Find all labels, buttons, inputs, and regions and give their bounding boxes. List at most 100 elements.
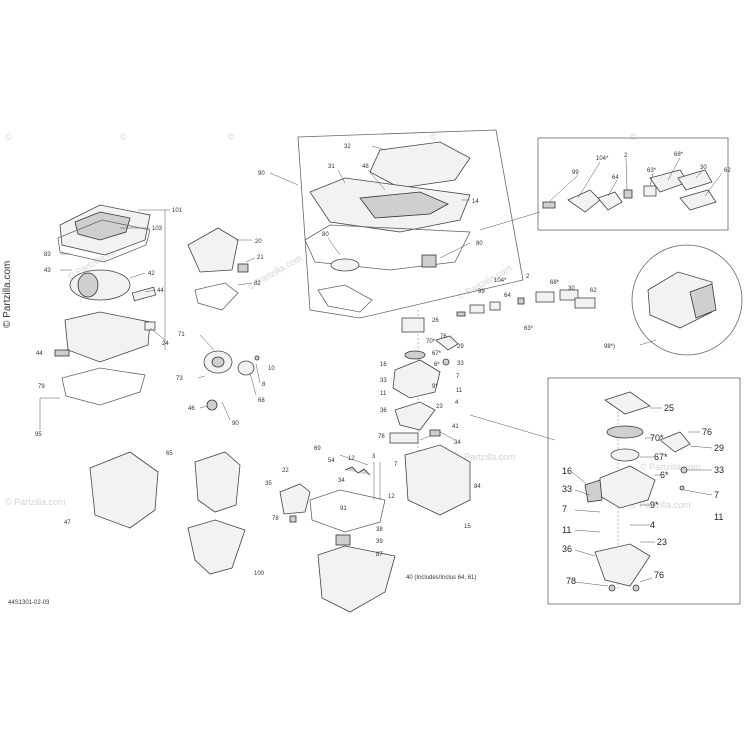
callout-8: 8 [262,382,266,388]
airbox-cover-grille [74,211,131,241]
harness-block [574,297,596,309]
callout-3: 3 [372,454,376,460]
callout-62-row: 62 [590,288,597,294]
callout-22: 22 [282,468,289,474]
pump-lever [659,431,691,453]
callout-6-small: 6* [434,362,440,368]
cap [206,399,218,411]
callout-24: 24 [162,341,169,347]
callout-64: 64 [612,175,619,181]
harness-relay [535,291,555,303]
callout-71: 71 [178,332,185,338]
intake-parts: 20 21 82 71 73 8 10 68 46 90 [176,227,275,427]
callout-23: 23 [657,537,667,547]
watermark-text: © Partzilla.com [630,500,691,510]
callout-78-left: 78 [272,516,279,522]
harness-clip [517,297,525,305]
airbox-bracket [131,286,157,302]
pump-bolt [608,584,616,592]
part-104 [567,189,601,213]
watermark-text: © Partzilla.com [455,452,516,462]
callout-104-row: 104* [494,278,507,284]
center-pump-stack: 26 76 70* 29 67* 33 6* 7 16 33 9* 11 11 … [378,310,464,490]
tub-connector [429,429,441,437]
callout-95: 95 [35,432,42,438]
callout-65: 65 [166,451,173,457]
callout-98: 98*) [604,344,615,350]
callout-104: 104* [596,156,609,162]
callout-76: 76 [702,427,712,437]
callout-68-inset: 68* [674,152,684,158]
callout-16: 16 [562,466,572,476]
callout-41: 41 [452,424,459,430]
deck-panel-assembly: 90 32 31 48 14 80 80 [258,129,524,319]
callout-11-small: 11 [456,388,463,394]
watermark-glyph: © [630,132,637,142]
callout-42: 42 [148,271,155,277]
callout-15: 15 [464,524,471,530]
deck-detail-frame [297,129,524,319]
callout-80-left: 80 [322,232,329,238]
callout-7-small: 7 [456,374,460,380]
callout-30-row: 30 [568,286,575,292]
watermark-glyph: © [430,132,437,142]
callout-78: 78 [566,576,576,586]
air-filter-inlet [77,272,99,298]
screw [254,355,260,361]
part-63 [643,185,657,197]
pump-detail-frame [547,377,741,605]
small-spring [404,350,426,360]
callout-73: 73 [176,376,183,382]
small-pump-base [394,401,436,431]
callout-36-small: 36 [380,408,387,414]
callout-63-row: 63* [524,326,534,332]
seat-cushion [89,451,159,529]
callout-14: 14 [472,199,479,205]
center-tub: 41 34 84 15 69 54 12 3 7 34 12 91 38 39 … [309,424,481,613]
pump-detail-inset: 25 76 70* 29 67* 33 6* 7 16 33 9* 7 11 1… [469,377,741,605]
storage-tray [187,519,246,575]
small-bracket [389,432,419,444]
callout-62: 62 [724,168,731,174]
callout-26-small: 26 [432,318,439,324]
callout-70-small: 70* [426,339,436,345]
harness-module [559,289,579,301]
callout-47: 47 [64,520,71,526]
callout-69: 69 [314,446,321,452]
harness-connector [469,304,485,314]
throttle-bore [211,356,225,368]
callout-7: 7 [714,490,719,500]
callout-48: 48 [362,164,369,170]
callout-36: 36 [562,544,572,554]
airbox-base-gasket [61,367,146,406]
deck-lower-gasket [317,284,373,313]
lower-left-parts: 65 47 22 35 78 100 [64,451,311,577]
callout-80-right: 80 [476,241,483,247]
callout-12: 12 [348,456,355,462]
pump-bolt-2 [632,584,640,592]
mount-bracket [279,483,311,515]
pump-base [594,543,651,587]
callout-4: 4 [650,520,655,530]
callout-44-top: 44 [157,288,164,294]
callout-68-row: 68* [550,280,560,286]
callout-35: 35 [265,481,272,487]
callout-70: 70* [650,433,664,443]
watermark-glyph: © [228,132,235,142]
callout-84: 84 [474,484,481,490]
side-watermark: © Partzilla.com [2,260,13,328]
callout-32: 32 [344,144,351,150]
detail-circle [631,244,743,356]
callout-34-small: 34 [454,440,461,446]
callout-33-left: 33 [562,484,572,494]
callout-46: 46 [188,406,195,412]
diagram-code: 44S1301-02-03 [8,600,50,606]
callout-7-lower: 7 [394,462,398,468]
callout-90-top: 90 [258,171,265,177]
deck-top-cover [369,141,471,189]
callout-6: 6* [660,470,669,480]
callout-38: 38 [376,527,383,533]
airbox-gasket [57,219,151,263]
storage-gasket [309,489,386,533]
callout-33-small-left: 33 [380,378,387,384]
